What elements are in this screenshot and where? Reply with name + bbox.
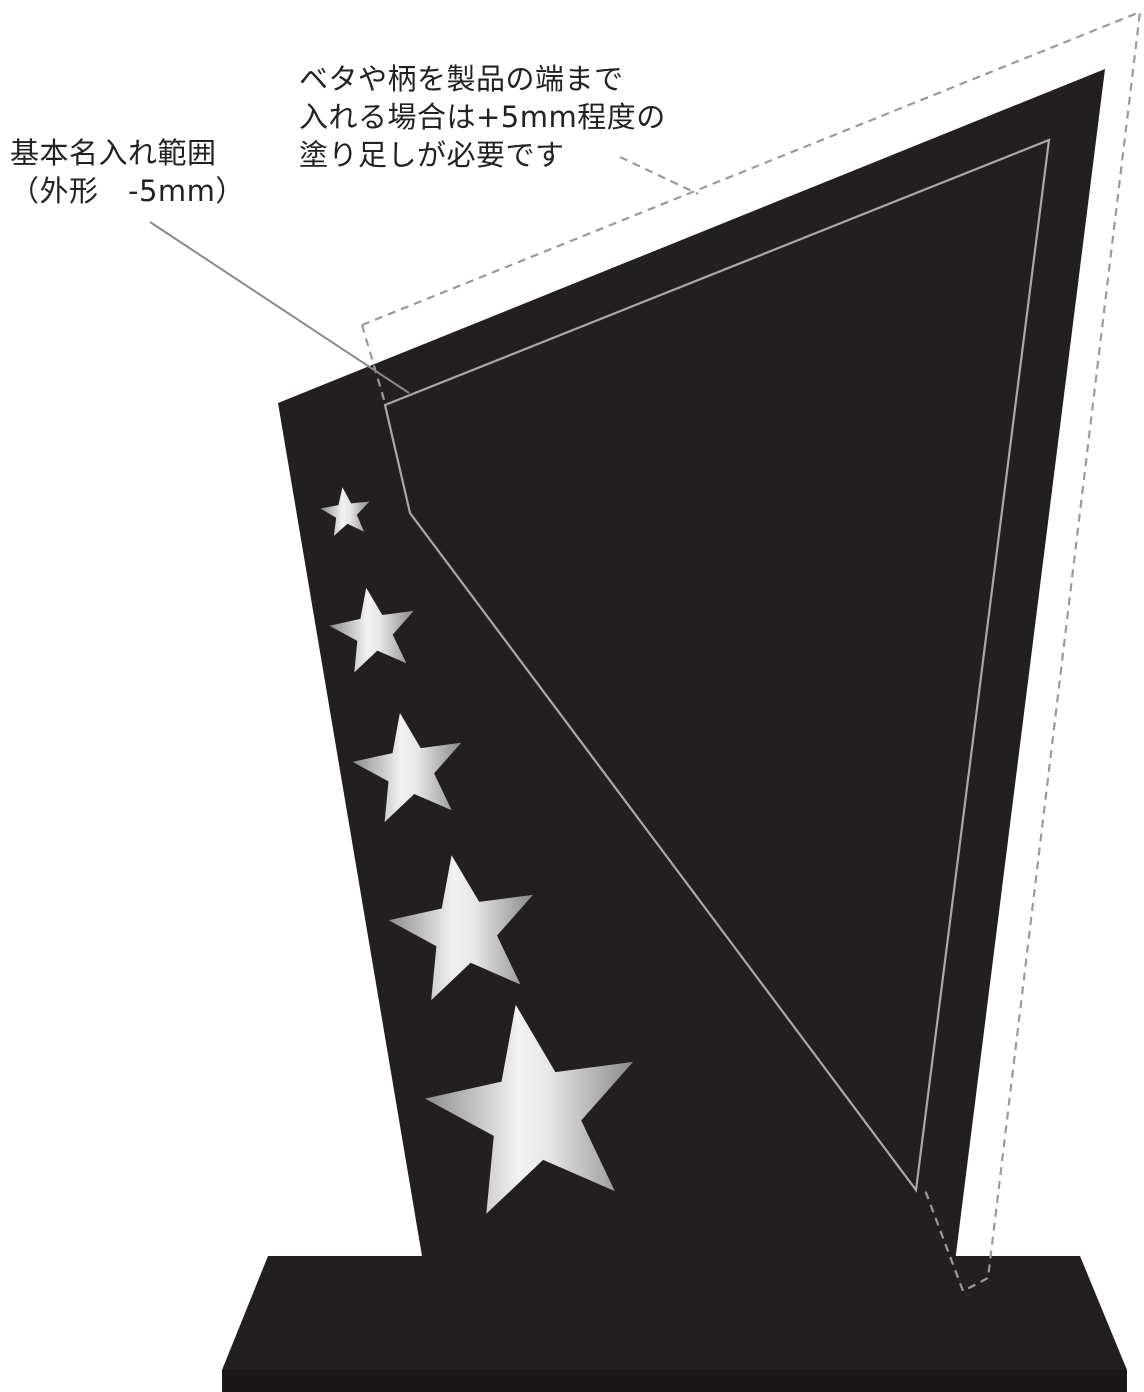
bleed-note-line-2: 入れる場合は+5mm程度の	[299, 100, 666, 134]
bleed-note-line-3: 塗り足しが必要です	[299, 138, 565, 172]
trophy-base	[222, 1256, 1127, 1370]
safe-area-note-line-2: （外形 -5mm）	[10, 174, 245, 208]
star-icon	[320, 487, 370, 536]
star-icon	[425, 1004, 633, 1214]
safe-area-note-line-1: 基本名入れ範囲	[10, 136, 217, 170]
star-column	[320, 487, 633, 1214]
trophy-base-bottom	[222, 1370, 1127, 1392]
bleed-note-line-1: ベタや柄を製品の端まで	[299, 62, 624, 96]
safe-area-outline	[383, 138, 1051, 1193]
star-icon	[352, 712, 462, 823]
star-icon	[329, 587, 414, 673]
safe-area-note: 基本名入れ範囲 （外形 -5mm）	[10, 134, 245, 210]
bleed-note: ベタや柄を製品の端まで 入れる場合は+5mm程度の 塗り足しが必要です	[299, 60, 666, 174]
safe-area-leader-line	[149, 221, 410, 394]
trophy-plate	[278, 69, 1105, 1262]
bleed-leader-line	[619, 156, 699, 195]
star-icon	[388, 855, 533, 1001]
bleed-outline	[361, 10, 1142, 1293]
